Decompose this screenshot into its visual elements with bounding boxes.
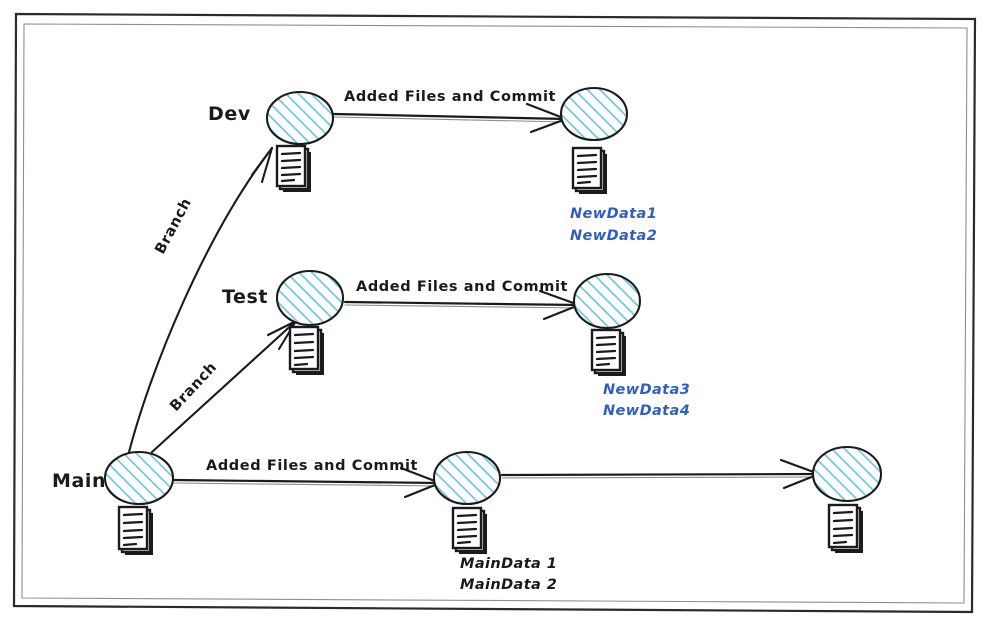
node-main-commit[interactable] <box>432 450 502 506</box>
node-test-head[interactable] <box>275 269 345 327</box>
edge-main-to-test[interactable] <box>150 319 298 454</box>
edges-group <box>126 102 821 499</box>
data-note-dev-line-1: NewData1 <box>570 206 657 222</box>
data-note-test-line-2: NewData4 <box>603 403 690 419</box>
data-note-dev: NewData1 NewData2 <box>570 206 657 244</box>
branch-label-main: Main <box>52 470 106 492</box>
edge-label-branch-test: Branch <box>167 359 220 414</box>
node-dev-head[interactable] <box>265 90 335 146</box>
edge-main-to-dev[interactable] <box>126 146 274 458</box>
data-note-test-line-1: NewData3 <box>603 382 690 398</box>
edge-label-main-commit: Added Files and Commit <box>206 458 418 474</box>
edge-label-test-commit: Added Files and Commit <box>356 279 568 295</box>
edge-label-dev-commit: Added Files and Commit <box>344 89 556 105</box>
edge-label-branch-dev: Branch <box>152 196 195 257</box>
node-main-latest[interactable] <box>811 445 883 503</box>
edge-test-commit[interactable] <box>343 289 581 321</box>
doc-stack-test-head <box>288 325 324 375</box>
data-note-dev-line-2: NewData2 <box>570 228 657 244</box>
edge-dev-commit[interactable] <box>332 102 568 134</box>
doc-stack-test-commit <box>590 328 626 376</box>
doc-stack-dev-commit <box>571 146 607 194</box>
node-test-commit[interactable] <box>572 272 642 330</box>
doc-stack-main-latest <box>827 503 863 553</box>
doc-stack-main-commit <box>451 506 487 554</box>
doc-stack-main-head <box>117 505 153 555</box>
diagram-frame <box>12 12 977 614</box>
branch-label-dev: Dev <box>208 103 251 125</box>
node-dev-commit[interactable] <box>559 86 629 142</box>
data-notes-group: NewData1 NewData2 NewData3 NewData4 Main… <box>460 206 690 593</box>
data-note-test: NewData3 NewData4 <box>603 382 690 419</box>
node-main-head[interactable] <box>103 450 175 506</box>
edge-main-commit-to-latest[interactable] <box>500 458 821 490</box>
nodes-group <box>103 86 883 555</box>
doc-stack-dev-head <box>275 144 311 192</box>
data-note-main: MainData 1 MainData 2 <box>460 556 557 593</box>
data-note-main-line-2: MainData 2 <box>460 577 557 593</box>
branch-label-test: Test <box>222 286 268 308</box>
data-note-main-line-1: MainData 1 <box>460 556 557 572</box>
